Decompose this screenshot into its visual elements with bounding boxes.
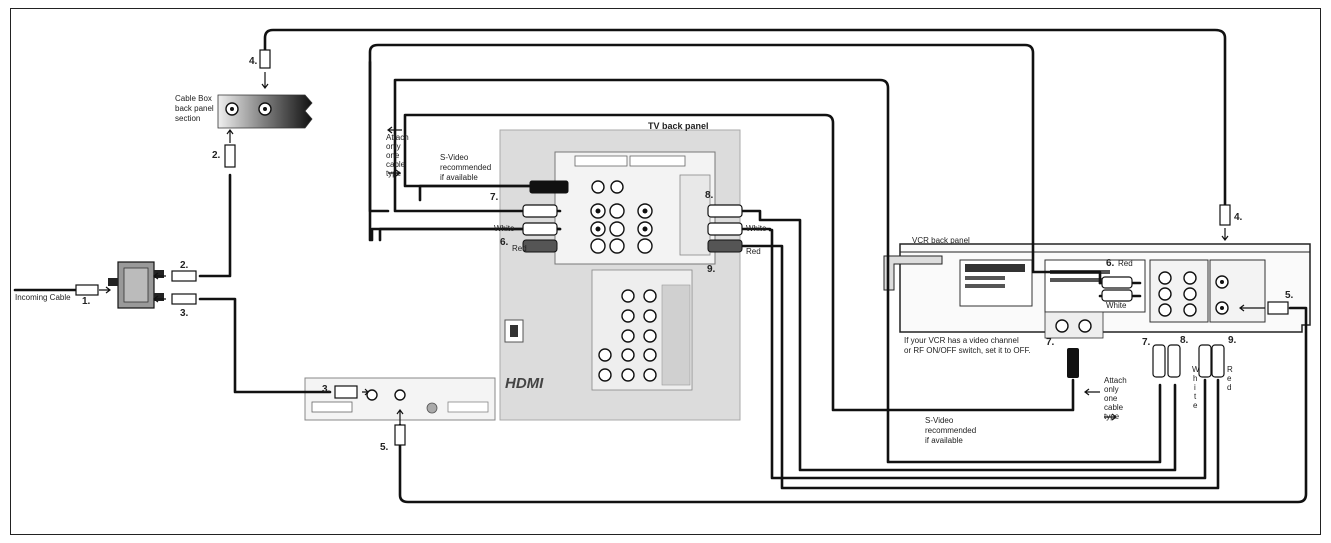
attach-note: one (1104, 394, 1118, 403)
step-number: 7. (1142, 337, 1151, 348)
cable-box-label: Cable Box (175, 94, 212, 103)
connector-plugs (75, 49, 1289, 446)
step-number: 8. (705, 190, 714, 201)
step-number: 6. (500, 237, 509, 248)
tv-input-jacks (590, 180, 653, 254)
step-number: 4. (1234, 212, 1243, 223)
svideo-label: S-Video (925, 416, 954, 425)
step-number: 3. (180, 308, 189, 319)
step-number: 2. (212, 150, 221, 161)
red-label: Red (1118, 259, 1133, 268)
attach-note: Attach (386, 133, 409, 142)
step-number: 5. (380, 442, 389, 453)
step-numbers: 1. 2. 2. 3. 3. 4. 4. 5. 5. 6. 6. 7. 7. 7… (82, 56, 1294, 453)
text-labels: TV back panel VCR back panel S-Video rec… (15, 121, 1233, 445)
attach-note: Attach (1104, 376, 1127, 385)
step-number: 4. (249, 56, 258, 67)
step-number: 8. (1180, 335, 1189, 346)
attach-note: type (386, 169, 402, 178)
attach-note: only (386, 142, 401, 151)
white-vertical-label: W (1192, 365, 1200, 374)
white-vertical-label: i (1194, 383, 1196, 392)
white-label: White (746, 224, 767, 233)
step-number: 9. (1228, 335, 1237, 346)
step-number: 9. (707, 264, 716, 275)
diagram-frame (10, 8, 1321, 535)
svideo-label: S-Video (440, 153, 469, 162)
incoming-cable-label: Incoming Cable (15, 293, 71, 302)
step-number: 2. (180, 260, 189, 271)
red-vertical-label: d (1227, 383, 1231, 392)
vcr-back-panel (883, 243, 1311, 339)
vcr-back-panel-label: VCR back panel (912, 236, 970, 245)
svideo-label: recommended (440, 163, 491, 172)
white-vertical-label: t (1194, 392, 1197, 401)
vcr-note: If your VCR has a video channel (904, 336, 1019, 345)
attach-note: cable (386, 160, 406, 169)
attach-note: type (1104, 412, 1120, 421)
direction-arrows (99, 72, 1265, 425)
svideo-label: recommended (925, 426, 976, 435)
red-vertical-label: e (1227, 374, 1232, 383)
attach-note: cable (1104, 403, 1124, 412)
tv-back-panel: HDMI (499, 129, 741, 421)
cable-box-label: section (175, 114, 200, 123)
red-label: Red (512, 244, 527, 253)
step-number: 6. (1106, 258, 1115, 269)
hdmi-logo: HDMI (505, 375, 544, 392)
red-label: Red (746, 247, 761, 256)
svideo-label: if available (440, 173, 478, 182)
step-number: 1. (82, 296, 91, 307)
cable-box-label: back panel (175, 104, 214, 113)
step-number: 3. (322, 384, 331, 395)
tv-back-panel-label: TV back panel (648, 121, 709, 131)
white-label: White (494, 224, 515, 233)
vcr-note: or RF ON/OFF switch, set it to OFF. (904, 346, 1031, 355)
red-vertical-label: R (1227, 365, 1233, 374)
white-vertical-label: h (1193, 374, 1197, 383)
white-vertical-label: e (1193, 401, 1198, 410)
step-number: 7. (490, 192, 499, 203)
cable-box-panel: Cable Box back panel section (175, 94, 313, 129)
tv-component-jacks (598, 289, 657, 382)
attach-note: one (386, 151, 400, 160)
step-number: 7. (1046, 337, 1055, 348)
attach-note: only (1104, 385, 1119, 394)
white-label: White (1106, 301, 1127, 310)
signal-splitter (108, 261, 164, 309)
step-number: 5. (1285, 290, 1294, 301)
svideo-label: if available (925, 436, 963, 445)
